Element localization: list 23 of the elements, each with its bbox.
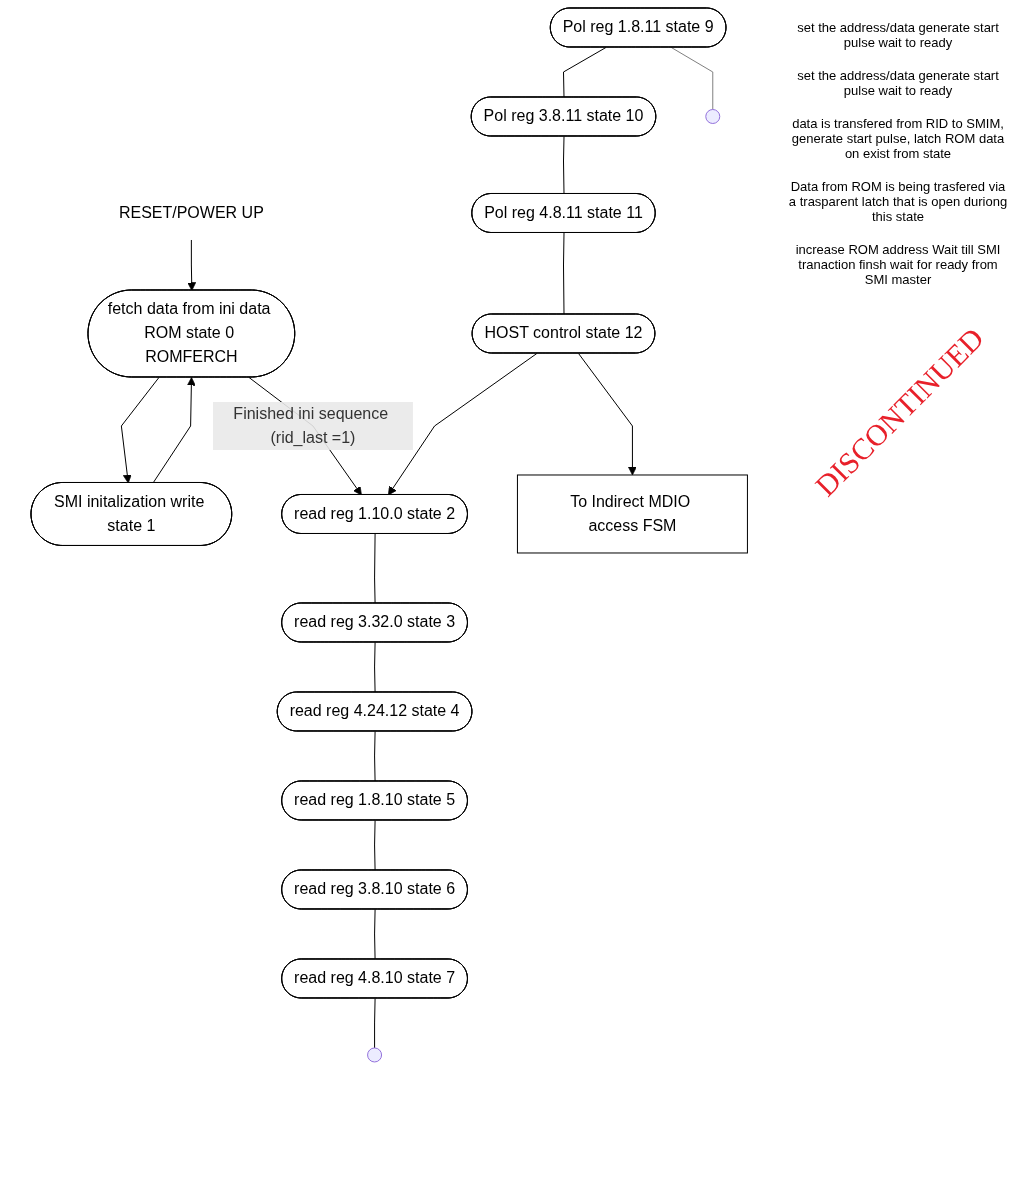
node-text: RESET/POWER UP	[118, 203, 264, 221]
arrow	[152, 377, 196, 484]
connector	[373, 642, 376, 693]
connector	[562, 47, 607, 98]
connector	[373, 997, 376, 1049]
node-box: To Indirect MDIO access FSM	[516, 474, 748, 554]
connector	[373, 908, 376, 960]
connector	[670, 47, 714, 110]
connector	[373, 533, 376, 604]
connector	[562, 136, 565, 195]
arrow	[120, 377, 160, 484]
edge-label: Finished ini sequence (rid_last =1)	[233, 404, 388, 446]
note-text: set the address/data generate start pulse wait to ready	[797, 20, 999, 50]
arrow	[187, 239, 196, 291]
note-text: data is transfered from RID to SMIM, generate start pulse, latch ROM data on exist from state	[791, 116, 1005, 161]
note-text: Data from ROM is being trasfered via a trasparent latch that is open duriong this state	[788, 179, 1008, 224]
note-text: increase ROM address Wait till SMI tranaction finsh wait for ready from SMI master	[795, 242, 1001, 287]
arrow	[577, 353, 637, 476]
arrow	[387, 353, 538, 496]
connector	[562, 232, 565, 315]
connector	[373, 731, 376, 782]
connector	[373, 820, 376, 871]
note-text: set the address/data generate start pulse wait to ready	[797, 68, 999, 98]
